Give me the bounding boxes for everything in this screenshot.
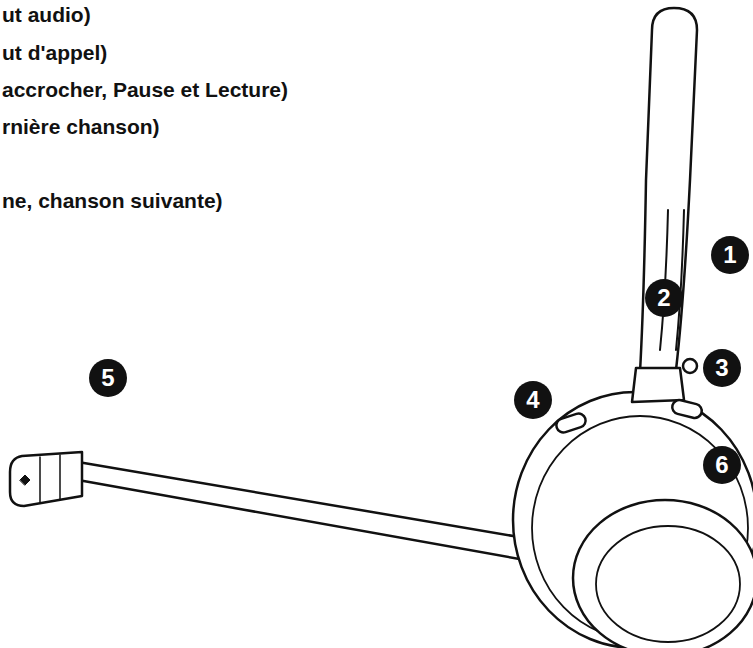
callout-number: 1	[711, 236, 749, 274]
headband	[640, 8, 697, 372]
pivot	[632, 368, 684, 402]
microphone-boom	[78, 462, 525, 560]
button	[555, 412, 588, 435]
headband-slider	[676, 210, 684, 350]
feature-label: ut d'appel)	[2, 40, 107, 66]
callout-number: 5	[89, 359, 127, 397]
ear-cushion-inner	[596, 526, 740, 642]
feature-label: ut audio)	[2, 2, 91, 28]
ear-cushion	[573, 500, 753, 648]
button	[683, 359, 697, 373]
callout-number: 6	[703, 446, 741, 484]
callout-number: 2	[645, 279, 683, 317]
feature-label: accrocher, Pause et Lecture)	[2, 77, 288, 103]
microphone-grille	[40, 455, 60, 503]
feature-label: ne, chanson suivante)	[2, 188, 223, 214]
button	[671, 399, 703, 420]
callout-number: 4	[514, 381, 552, 419]
callout-number: 3	[703, 349, 741, 387]
microphone-tip	[10, 452, 82, 506]
feature-label: rnière chanson)	[2, 114, 160, 140]
microphone-mark	[20, 475, 30, 485]
